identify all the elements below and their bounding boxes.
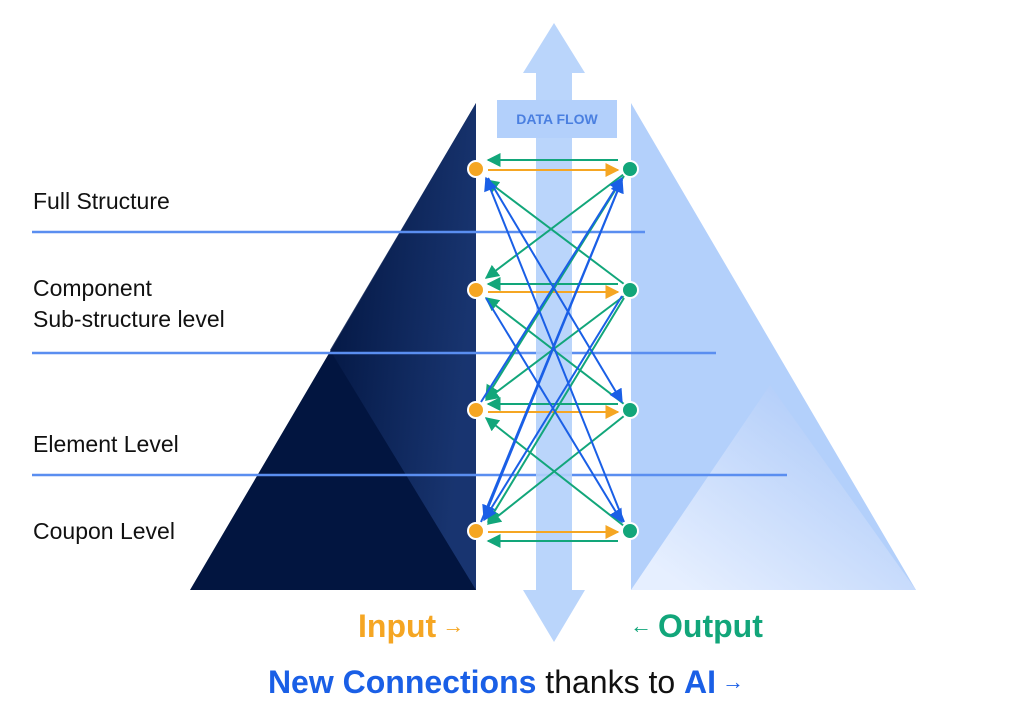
input-node-coupon [467, 522, 485, 540]
ai-connection-arrow [485, 297, 623, 524]
output-to-input-arrow [484, 173, 625, 279]
input-nodes [467, 160, 485, 540]
input-caption: Input→ [358, 608, 464, 645]
ai-connection-arrow [482, 179, 623, 520]
level-label-element: Element Level [33, 431, 179, 457]
input-node-component [467, 281, 485, 299]
output-nodes [621, 160, 639, 540]
right-pyramid-shade [631, 385, 916, 590]
footer-text: thanks to [536, 664, 685, 700]
output-node-component [621, 281, 639, 299]
output-to-input-arrow [484, 417, 625, 527]
left-pyramid-shade [330, 103, 476, 590]
connection-lines [480, 153, 625, 548]
arrow-right-icon: → [722, 669, 745, 694]
output-caption: ←Output [630, 608, 763, 645]
ai-connection-arrow [480, 176, 623, 403]
level-label-full-structure: Full Structure [33, 188, 170, 214]
ai-connection-arrow [484, 176, 625, 523]
data-flow-arrow [523, 23, 585, 642]
data-flow-label: DATA FLOW [516, 111, 598, 127]
level-label-coupon: Coupon Level [33, 518, 175, 544]
right-pyramid [631, 103, 916, 590]
input-node-element [467, 401, 485, 419]
footer-highlight-ai: AI [684, 664, 717, 700]
output-node-full-structure [621, 160, 639, 178]
ai-connection-arrow [487, 177, 623, 404]
output-to-input-arrow [486, 415, 625, 525]
footer-highlight-new-connections: New Connections [267, 664, 537, 700]
footer-caption: New Connections thanks to AI→ [0, 664, 1012, 701]
output-label: Output [658, 608, 763, 644]
output-to-input-arrow [484, 179, 625, 285]
input-label: Input [358, 608, 437, 644]
output-to-input-arrow [487, 297, 625, 524]
arrow-left-icon: ← [630, 613, 652, 638]
input-node-full-structure [467, 160, 485, 178]
output-node-element [621, 401, 639, 419]
output-node-coupon [621, 522, 639, 540]
arrow-right-icon: → [442, 613, 465, 638]
data-flow-label-box [497, 100, 617, 138]
ai-connection-arrow [483, 295, 623, 522]
level-label-component: Component Sub-structure level [33, 275, 225, 332]
